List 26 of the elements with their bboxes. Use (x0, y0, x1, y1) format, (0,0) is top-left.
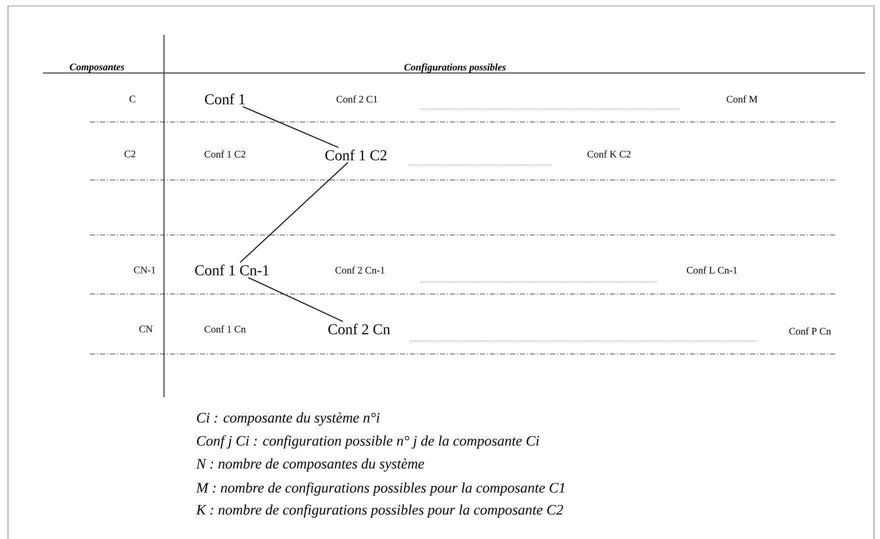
legend-note: Ci : composante du système n°i (197, 412, 380, 426)
legend-note: Conf j Ci : configuration possible n° j de la composante Ci (197, 435, 540, 449)
configuration-text: Conf P Cn (789, 327, 831, 335)
row-label: C2 (124, 150, 136, 158)
column-header: Configurations possibles (404, 63, 506, 73)
configuration-text: Conf L Cn-1 (686, 266, 737, 274)
configuration-text: Conf 2 C1 (336, 95, 378, 103)
configuration-text: Conf 2 Cn-1 (335, 266, 384, 274)
configuration-text: Conf 1 C2 (325, 150, 386, 160)
configuration-text: Conf K C2 (587, 150, 630, 158)
column-header: Composantes (70, 64, 124, 72)
configuration-text: Conf 1 C2 (204, 150, 246, 158)
configuration-text: Conf 1 Cn-1 (195, 264, 269, 276)
connector-line (240, 162, 348, 263)
configuration-text: Conf 1 (205, 94, 245, 104)
legend-note: K : nombre de configurations possibles pour la composante C2 (196, 504, 564, 518)
legend-note: M : nombre de configurations possibles pour la composante C1 (196, 482, 564, 496)
row-label: CN-1 (134, 266, 156, 274)
legend-note: N : nombre de composantes du système (196, 458, 424, 472)
connector-line (242, 106, 339, 148)
configuration-text: Conf M (726, 95, 758, 103)
connector-line (248, 277, 344, 322)
row-label: C (130, 96, 136, 102)
row-label: CN (139, 326, 153, 332)
configuration-text: Conf 1 Cn (204, 325, 246, 333)
configuration-text: Conf 2 Cn (328, 324, 390, 334)
